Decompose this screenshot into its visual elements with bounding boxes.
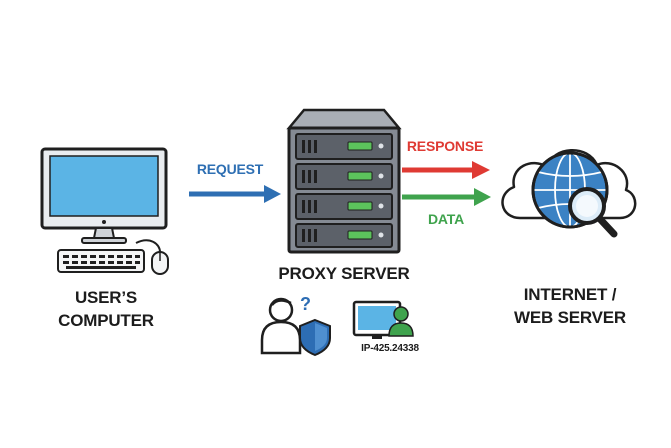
data-arrow bbox=[402, 188, 491, 206]
proxy-server-label: PROXY SERVER bbox=[278, 264, 410, 283]
response-arrow bbox=[402, 161, 490, 179]
request-label: REQUEST bbox=[196, 161, 264, 177]
computer-icon bbox=[40, 147, 169, 275]
ip-address-label: IP-425.24338 bbox=[361, 343, 419, 354]
anonymous-user-shield-icon: ? bbox=[260, 294, 331, 357]
request-arrow bbox=[189, 185, 281, 203]
internet-label-line1: INTERNET / bbox=[523, 285, 617, 304]
response-label: RESPONSE bbox=[406, 138, 484, 154]
users-computer-label: USER’S COMPUTER bbox=[44, 286, 168, 332]
monitor-user-icon bbox=[352, 300, 414, 339]
users-computer-label-line1: USER’S bbox=[74, 288, 138, 307]
internet-label-line2: WEB SERVER bbox=[514, 308, 626, 327]
internet-label: INTERNET / WEB SERVER bbox=[505, 283, 635, 329]
svg-text:?: ? bbox=[300, 294, 311, 314]
users-computer-label-line2: COMPUTER bbox=[58, 311, 154, 330]
server-rack-icon bbox=[286, 108, 402, 254]
data-label: DATA bbox=[427, 211, 464, 227]
cloud-globe-icon bbox=[501, 149, 637, 238]
